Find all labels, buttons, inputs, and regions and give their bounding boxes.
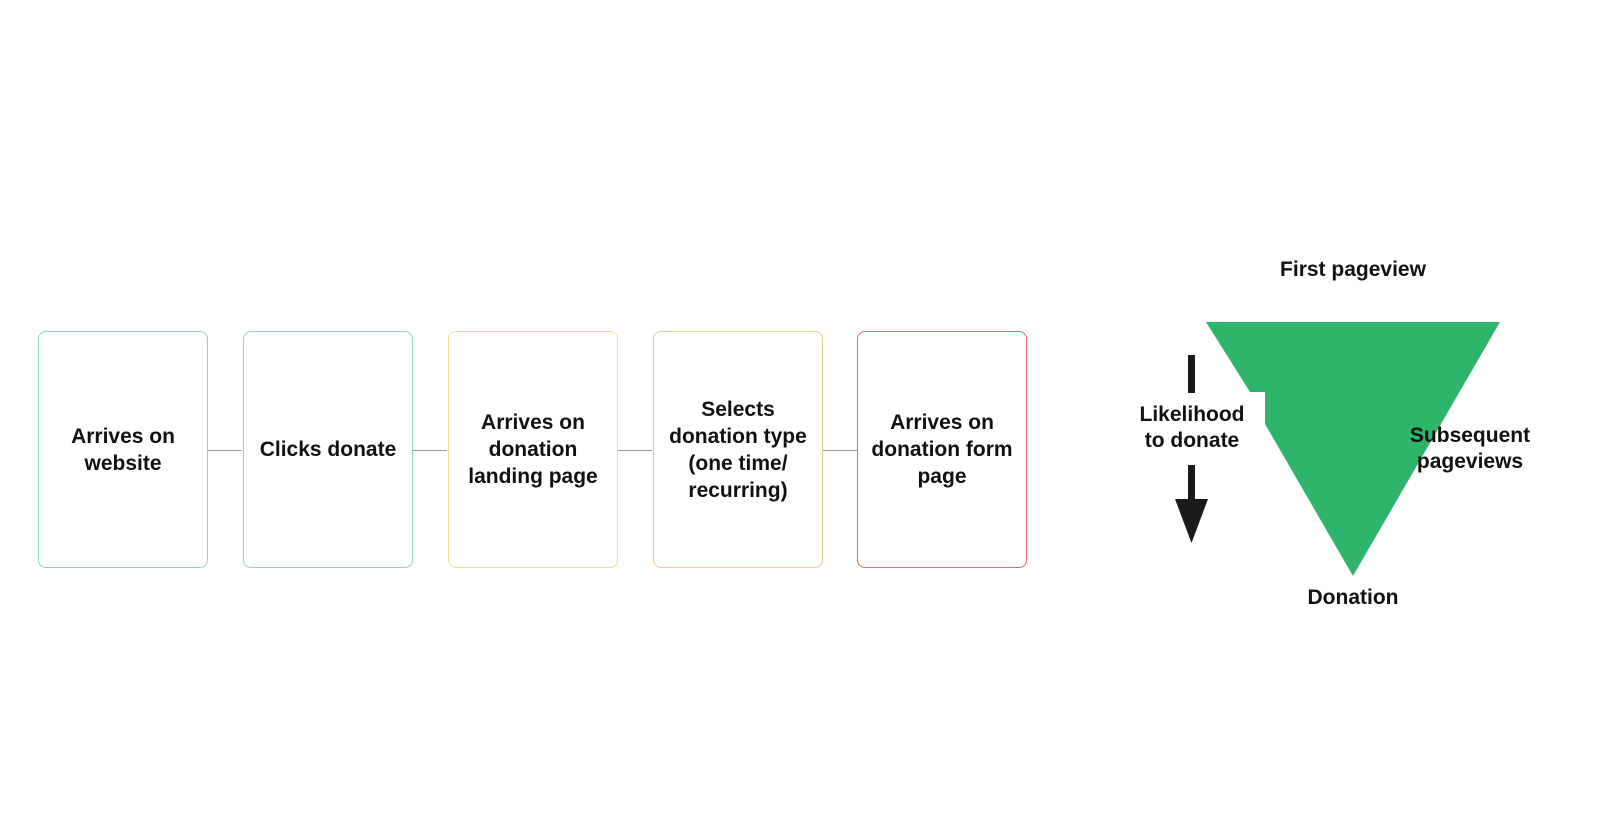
step-clicks-donate: Clicks donate — [243, 331, 413, 568]
step-label: Arrives on website — [71, 424, 175, 475]
step-donation-form-page: Arrives on donation form page — [857, 331, 1027, 568]
funnel-shape — [1206, 322, 1500, 576]
funnel-graphic — [1175, 322, 1500, 576]
funnel-bottom-label: Donation — [1307, 586, 1399, 609]
likelihood-arrow-shaft-bottom — [1188, 465, 1195, 501]
step-arrives-on-website: Arrives on website — [38, 331, 208, 568]
likelihood-arrow-head — [1175, 499, 1208, 543]
connector-1-2 — [208, 450, 242, 451]
step-label: Selects donation type (one time/ recurri… — [669, 397, 807, 502]
step-donation-landing-page: Arrives on donation landing page — [448, 331, 618, 568]
funnel-top-label: First pageview — [1280, 258, 1426, 281]
likelihood-arrow-shaft-top — [1188, 355, 1195, 393]
funnel-axis-label: Likelihood to donate — [1139, 403, 1245, 452]
connector-2-3 — [413, 450, 447, 451]
connector-3-4 — [618, 450, 652, 451]
step-selects-donation-type: Selects donation type (one time/ recurri… — [653, 331, 823, 568]
step-label: Arrives on donation form page — [871, 411, 1013, 488]
step-label: Clicks donate — [259, 438, 397, 461]
step-label: Arrives on donation landing page — [468, 411, 598, 488]
connector-4-5 — [823, 450, 857, 451]
funnel-middle-label: Subsequent pageviews — [1409, 424, 1531, 473]
